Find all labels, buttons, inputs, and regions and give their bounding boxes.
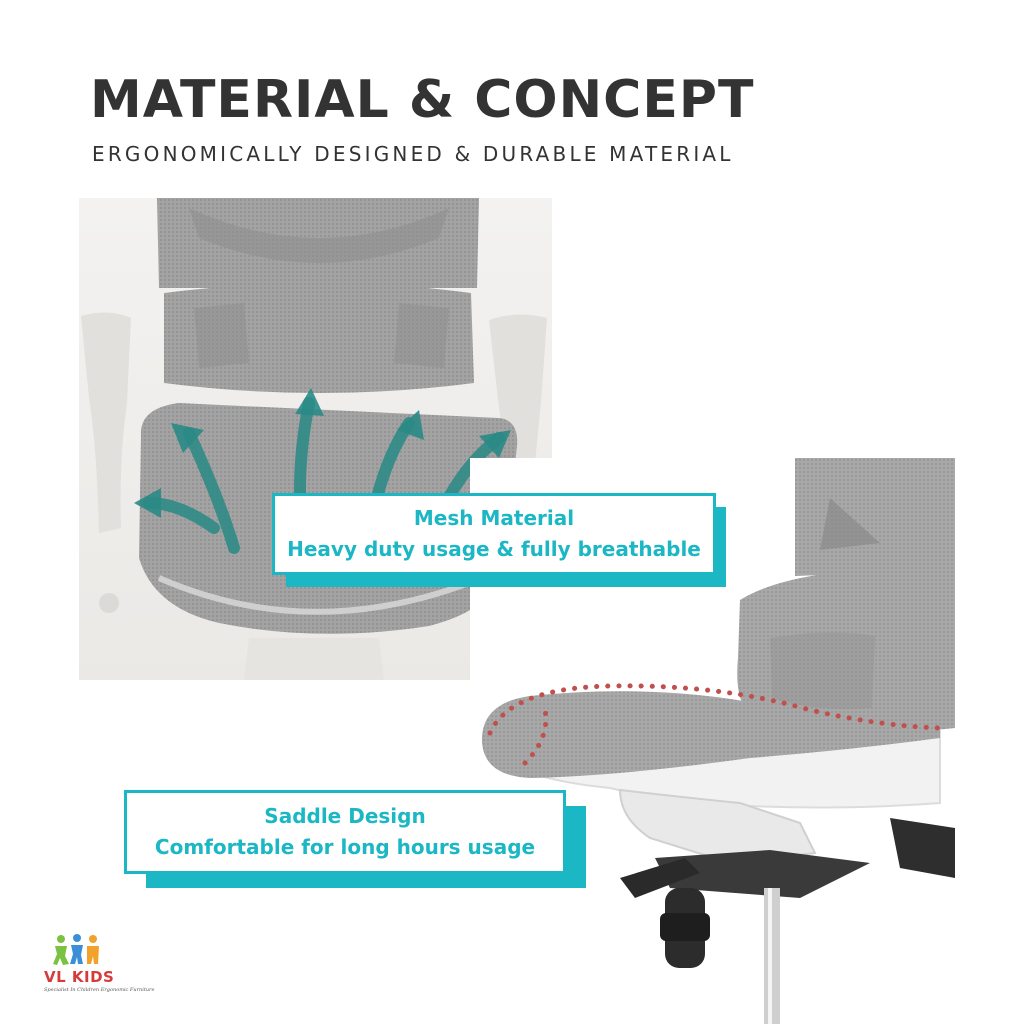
brand-name: VL KIDS xyxy=(44,968,115,986)
callout-description: Heavy duty usage & fully breathable xyxy=(287,537,701,561)
mesh-material-callout: Mesh Material Heavy duty usage & fully b… xyxy=(272,493,730,588)
callout-heading: Mesh Material xyxy=(413,506,575,530)
saddle-design-callout: Saddle Design Comfortable for long hours… xyxy=(124,790,586,888)
callout-box: Mesh Material Heavy duty usage & fully b… xyxy=(272,493,716,575)
callout-box: Saddle Design Comfortable for long hours… xyxy=(124,790,566,874)
callout-description: Comfortable for long hours usage xyxy=(154,835,536,859)
callout-heading: Saddle Design xyxy=(264,804,426,828)
brand-logo: VL KIDS Specialist In Children Ergonomic… xyxy=(44,934,154,998)
page-title: MATERIAL & CONCEPT xyxy=(90,70,755,130)
brand-tagline: Specialist In Children Ergonomic Furnitu… xyxy=(44,987,155,993)
page-subtitle: ERGONOMICALLY DESIGNED & DURABLE MATERIA… xyxy=(92,142,734,166)
kids-figures-icon xyxy=(53,934,99,965)
